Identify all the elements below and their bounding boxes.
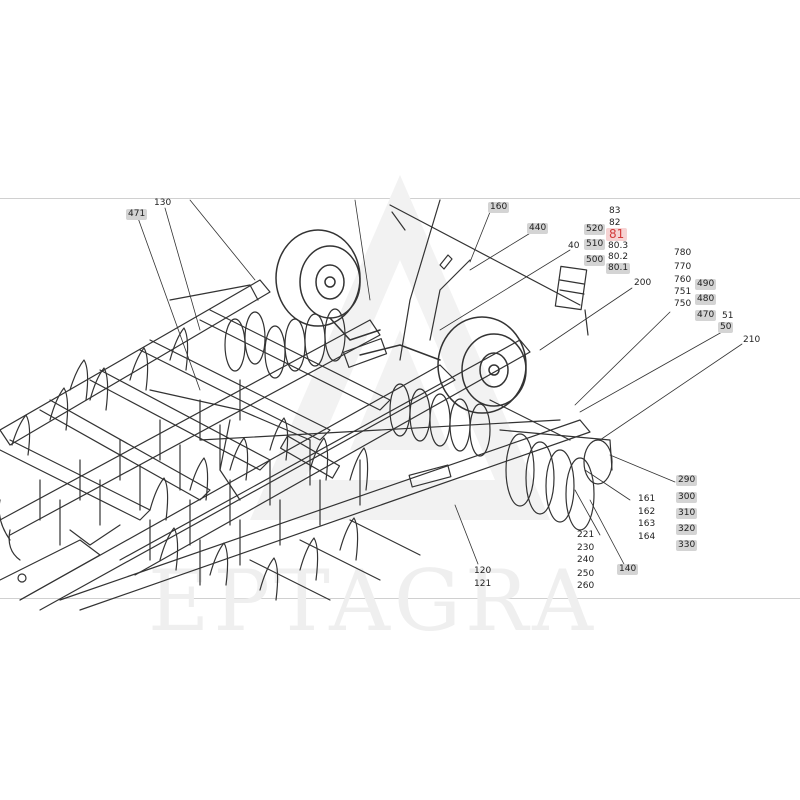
tines: [0, 327, 369, 601]
callout-162[interactable]: 162: [638, 507, 656, 517]
callout-290[interactable]: 290: [676, 475, 698, 486]
callout-121[interactable]: 121: [474, 579, 492, 589]
callout-163[interactable]: 163: [638, 519, 656, 529]
callout-130[interactable]: 130: [154, 198, 172, 208]
callout-330[interactable]: 330: [676, 540, 698, 551]
main-frame: [0, 279, 591, 611]
callout-240[interactable]: 240: [577, 555, 595, 565]
transport-wheel-left: [275, 229, 381, 341]
callout-260[interactable]: 260: [577, 581, 595, 591]
callout-120[interactable]: 120: [474, 566, 492, 576]
warning-sign: [554, 265, 589, 336]
tine-frame: [0, 309, 421, 601]
callout-490[interactable]: 490: [695, 279, 717, 290]
drawbar: [0, 524, 121, 601]
callout-51[interactable]: 51: [722, 311, 734, 321]
callout-140[interactable]: 140: [617, 564, 639, 575]
callout-160[interactable]: 160: [488, 202, 510, 213]
transport-wheel-right: [359, 316, 527, 414]
rear-roller: [489, 399, 613, 531]
callout-80-2[interactable]: 80.2: [608, 252, 629, 262]
callout-200[interactable]: 200: [634, 278, 652, 288]
callout-300[interactable]: 300: [676, 492, 698, 503]
callout-760[interactable]: 760: [674, 275, 692, 285]
callout-80-1[interactable]: 80.1: [606, 263, 631, 274]
callout-50[interactable]: 50: [718, 322, 734, 333]
hydraulic-lines: [149, 199, 581, 501]
callout-230[interactable]: 230: [577, 543, 595, 553]
frame-rule-bottom: [0, 598, 800, 599]
callout-471[interactable]: 471: [126, 209, 148, 220]
callout-320[interactable]: 320: [676, 524, 698, 535]
callout-310[interactable]: 310: [676, 508, 698, 519]
callout-40[interactable]: 40: [568, 241, 580, 251]
callout-82[interactable]: 82: [609, 218, 621, 228]
callout-164[interactable]: 164: [638, 532, 656, 542]
callout-480[interactable]: 480: [695, 294, 717, 305]
callout-80-3[interactable]: 80.3: [608, 241, 629, 251]
callout-81-highlighted[interactable]: 81: [606, 228, 628, 241]
callout-510[interactable]: 510: [584, 239, 606, 250]
callout-751[interactable]: 751: [674, 287, 692, 297]
leader-lines: [137, 199, 743, 567]
callout-210[interactable]: 210: [743, 335, 761, 345]
callout-83[interactable]: 83: [609, 206, 621, 216]
callout-221[interactable]: 221: [577, 530, 595, 540]
callout-750[interactable]: 750: [674, 299, 692, 309]
callout-520[interactable]: 520: [584, 224, 606, 235]
callout-780[interactable]: 780: [674, 248, 692, 258]
callout-440[interactable]: 440: [527, 223, 549, 234]
watermark-text: EPTAGRA: [148, 552, 597, 650]
callout-470[interactable]: 470: [695, 310, 717, 321]
callout-161[interactable]: 161: [638, 494, 656, 504]
callout-770[interactable]: 770: [674, 262, 692, 272]
callout-500[interactable]: 500: [584, 255, 606, 266]
callout-250[interactable]: 250: [577, 569, 595, 579]
